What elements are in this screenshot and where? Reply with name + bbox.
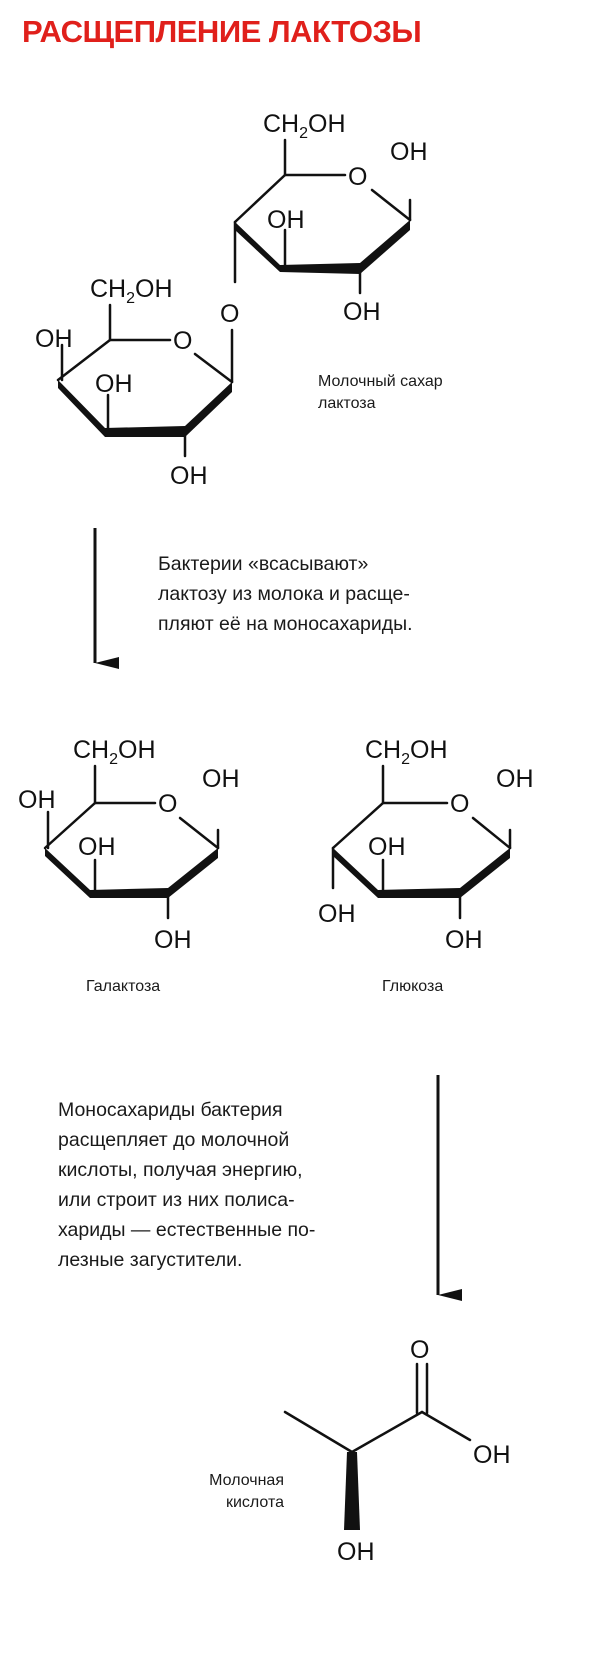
lactic-acid-label-line-1: Молочная xyxy=(209,1472,284,1489)
step-2-line: расщепляет до молочной xyxy=(58,1129,290,1151)
lactose-gal-ch2oh: CH2OH xyxy=(90,275,173,307)
step-2-line: хариды — естественные по- xyxy=(58,1219,316,1241)
lactic-acid-o-top: O xyxy=(410,1336,429,1364)
galactose-ch2oh: CH2OH xyxy=(73,736,156,768)
lactose-galactose-ring xyxy=(56,303,234,458)
glucose-oh-bottom: OH xyxy=(445,926,483,954)
step-2-line: Моносахариды бактерия xyxy=(58,1099,283,1121)
lactic-acid-label-line-2: кислота xyxy=(225,1494,284,1511)
lactose-gal-oh-bottom: OH xyxy=(170,462,208,490)
page-title: РАСЩЕПЛЕНИЕ ЛАКТОЗЫ xyxy=(22,14,422,49)
glucose-oh-right: OH xyxy=(496,765,534,793)
glucose-ch2oh: CH2OH xyxy=(365,736,448,768)
glycosidic-o: O xyxy=(220,300,239,328)
lactose-gal-oh-left: OH xyxy=(35,325,73,353)
glucose-ring xyxy=(331,764,512,920)
galactose-ring xyxy=(43,764,220,920)
galactose-oh-right: OH xyxy=(202,765,240,793)
lactose-glu-ch2oh: CH2OH xyxy=(263,110,346,142)
step-2-line: кислоты, получая энергию, xyxy=(58,1159,303,1181)
step-2-line: лезные загустители. xyxy=(58,1249,243,1271)
glucose-oh-left-low: OH xyxy=(318,900,356,928)
lactose-glu-oh-bottom: OH xyxy=(343,298,381,326)
lactose-glu-oh-inner: OH xyxy=(267,206,305,234)
galactose-label: Галактоза xyxy=(86,978,161,995)
glucose-ring-o: O xyxy=(450,790,469,818)
galactose-oh-inner: OH xyxy=(78,833,116,861)
step-2-line: или строит из них полиса- xyxy=(58,1189,295,1211)
lactose-glucose-ring xyxy=(233,138,412,295)
lactic-acid-oh-bottom: OH xyxy=(337,1538,375,1566)
galactose-oh-bottom: OH xyxy=(154,926,192,954)
step-2-text: Моносахариды бактерия расщепляет до моло… xyxy=(58,1095,315,1275)
lactose-caption-line-1: Молочный сахар xyxy=(318,373,443,390)
lactose-glu-ring-o: O xyxy=(348,163,367,191)
lactic-acid-label: Молочная кислота xyxy=(190,1470,284,1514)
galactose-ring-o: O xyxy=(158,790,177,818)
glucose-oh-inner: OH xyxy=(368,833,406,861)
glucose-label: Глюкоза xyxy=(382,978,444,995)
galactose-oh-left: OH xyxy=(18,786,56,814)
lactose-gal-ring-o: O xyxy=(173,327,192,355)
step-1-line: Бактерии «всасывают» xyxy=(158,553,369,575)
step-1-line: пляют её на моносахариды. xyxy=(158,613,413,635)
lactic-acid-structure xyxy=(283,1362,472,1530)
lactose-gal-oh-inner: OH xyxy=(95,370,133,398)
step-1-text: Бактерии «всасывают» лактозу из молока и… xyxy=(158,549,413,639)
lactose-caption: Молочный сахар лактоза xyxy=(318,371,443,415)
step-1-line: лактозу из молока и расще- xyxy=(158,583,410,605)
lactose-glu-oh-right: OH xyxy=(390,138,428,166)
lactose-caption-line-2: лактоза xyxy=(318,395,376,412)
lactic-acid-oh-right: OH xyxy=(473,1441,511,1469)
